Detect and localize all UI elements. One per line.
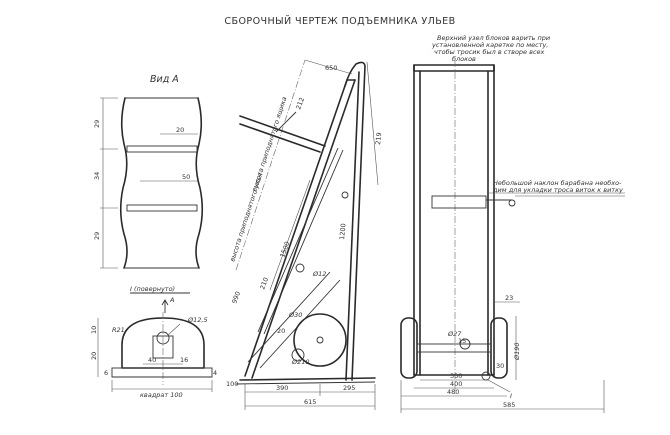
front-note-side-2: дим для укладки троса виток к витку	[492, 186, 623, 194]
bracket-hole	[156, 331, 170, 345]
side-dim-100: 100	[226, 380, 238, 388]
view-a-label: Вид А	[150, 74, 179, 85]
rail-rear	[344, 61, 366, 381]
carriage-arm	[239, 115, 326, 147]
view-a-dim-34: 34	[93, 172, 101, 180]
side-dim-295: 295	[343, 384, 355, 392]
detail-mark-I	[481, 371, 491, 381]
front-pulley	[459, 338, 471, 350]
turned-dim-r21: R21	[112, 326, 125, 334]
side-dim-650: 650	[325, 64, 337, 72]
front-dim-585: 585	[503, 401, 515, 409]
front-dim-30: 30	[496, 362, 504, 370]
front-dim-190: Ø190	[513, 342, 521, 361]
side-dim-990: 990	[230, 290, 242, 304]
side-dim-30: Ø30	[288, 311, 302, 319]
drawing-title: СБОРОЧНЫЙ ЧЕРТЕЖ ПОДЪЕМНИКА УЛЬЕВ	[224, 14, 455, 27]
front-dim-27: Ø27	[447, 330, 462, 338]
view-a-dim-29-top: 29	[93, 120, 101, 128]
front-top-bar	[413, 64, 495, 72]
side-dim-210: Ø210	[291, 358, 310, 366]
view-a-shelf-upper	[126, 145, 198, 153]
side-dim-12: Ø12	[312, 270, 326, 278]
turned-dim-16: 16	[180, 356, 188, 364]
side-block	[295, 263, 305, 273]
view-a-outline-right	[195, 97, 204, 269]
front-dim-23: 23	[505, 294, 513, 302]
turned-dim-20: 20	[90, 352, 98, 360]
arrow-icon	[161, 299, 169, 313]
turned-dim-6: 6	[104, 369, 108, 377]
note-raised-hive: высота приподнятого ящика	[250, 96, 288, 193]
turned-dim-dia125: Ø12,5	[187, 316, 208, 324]
view-a-dim-50: 50	[182, 173, 190, 181]
side-dim-20: 20	[277, 327, 285, 335]
turned-view-label: I (повернуто)	[130, 285, 175, 293]
turned-view: I (повернуто) A R21 Ø12,5 10 20 40 16 6 …	[90, 285, 217, 399]
turned-dim-40: 40	[148, 356, 156, 364]
side-dim-1210: 210	[258, 276, 270, 290]
front-dim-400: 400	[450, 380, 462, 388]
side-pulley	[291, 348, 305, 362]
view-a-outline-left	[119, 97, 128, 269]
front-drum	[431, 195, 487, 209]
front-note-side-1: Небольшой наклон барабана необхо-	[493, 179, 622, 187]
view-a: Вид А 29 34 29 20 50	[93, 74, 204, 269]
front-note-top-4: блоков	[452, 55, 476, 63]
front-dim-480: 480	[447, 388, 459, 396]
turned-dim-4: 4	[213, 369, 217, 377]
view-a-dim-29-bottom: 29	[93, 232, 101, 240]
front-axle	[416, 343, 492, 353]
front-note-top-2: установленной каретке по месту,	[431, 41, 548, 49]
view-a-shelf-lower	[126, 204, 198, 212]
front-mark-I: I	[510, 392, 512, 400]
side-dim-1200: 1200	[338, 223, 347, 240]
turned-dim-10: 10	[90, 326, 98, 334]
drum-handle	[508, 199, 516, 207]
side-view: 650 212 219 1200 1500 210 990 Ø12 Ø30 Ø2…	[226, 59, 383, 410]
side-dim-390: 390	[276, 384, 288, 392]
view-a-dim-20: 20	[176, 126, 184, 134]
side-dim-219: 219	[374, 132, 383, 145]
front-view: Верхний узел блоков варить при установле…	[400, 34, 625, 413]
side-wheel	[293, 313, 347, 367]
front-dim-15: 15	[458, 337, 466, 345]
side-base	[239, 377, 376, 381]
side-dim-1500: 1500	[278, 240, 291, 258]
front-dim-330: 330	[450, 372, 462, 380]
turned-dim-square: квадрат 100	[140, 391, 183, 399]
side-dim-615: 615	[304, 398, 316, 406]
rail-front	[244, 79, 348, 377]
front-note-top-1: Верхний узел блоков варить при	[437, 34, 550, 42]
side-dim-212: 212	[294, 96, 306, 110]
front-note-top-3: чтобы тросик был в створе всех	[434, 48, 545, 56]
turned-view-arrow-label: A	[169, 296, 174, 304]
bracket-base	[111, 367, 213, 378]
